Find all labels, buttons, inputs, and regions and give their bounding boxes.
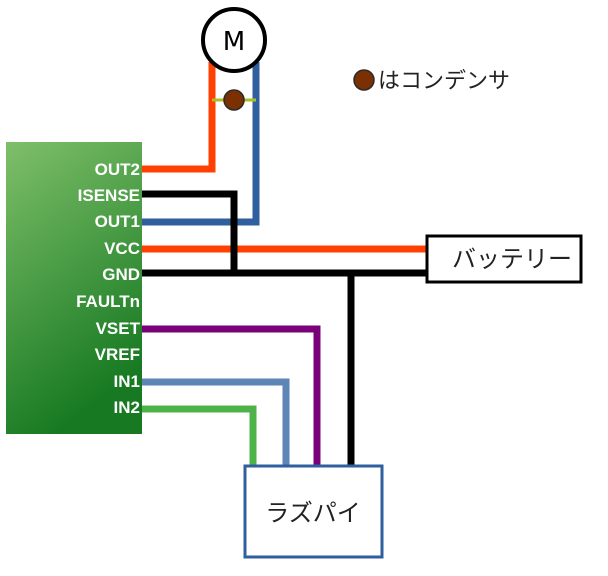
pin-vref-label: VREF <box>95 345 140 364</box>
motor-capacitor <box>212 89 256 111</box>
motor-label: M <box>223 27 245 57</box>
pin-out2-label: OUT2 <box>95 160 140 179</box>
out1-wire <box>142 62 260 226</box>
isense-wire <box>142 190 238 273</box>
legend-label: はコンデンサ <box>378 69 510 94</box>
battery-box <box>425 234 583 284</box>
capacitor-icon <box>223 89 245 111</box>
pin-out1-label: OUT1 <box>95 212 140 231</box>
pin-faultn-label: FAULTn <box>76 292 140 311</box>
motor-icon <box>201 7 267 73</box>
pin-isense-label: ISENSE <box>78 186 140 205</box>
pin-in2-label: IN2 <box>114 398 140 417</box>
in1-wire <box>142 378 290 466</box>
pin-in1-label: IN1 <box>114 372 140 391</box>
battery-label: バッテリー <box>452 245 572 273</box>
battery: バッテリー <box>425 234 583 284</box>
raspberry-pi-label: ラズパイ <box>265 499 361 527</box>
pin-vset-label: VSET <box>96 319 141 338</box>
vset-wire <box>142 325 321 466</box>
legend-capacitor-icon <box>353 69 375 91</box>
raspberry-pi-box <box>243 464 384 559</box>
motor-driver-board <box>6 142 142 434</box>
pin-vcc-label: VCC <box>104 239 140 258</box>
wires <box>142 62 427 466</box>
capacitor-legend: はコンデンサ <box>353 69 510 94</box>
raspberry-pi: ラズパイ <box>243 464 384 559</box>
pin-gnd-label: GND <box>102 265 140 284</box>
out2-wire <box>142 62 216 173</box>
motor: M <box>201 7 267 73</box>
in2-wire <box>142 405 257 466</box>
driver-pin-labels: OUT2 ISENSE OUT1 VCC GND FAULTn VSET VRE… <box>76 160 141 417</box>
